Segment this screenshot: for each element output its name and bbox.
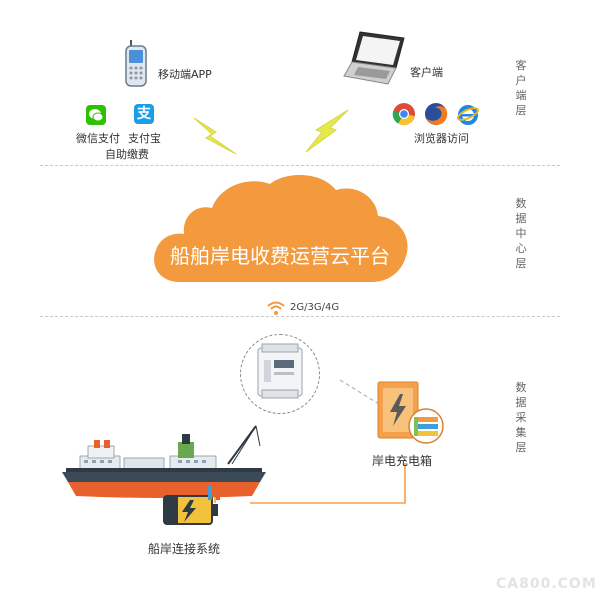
cloud-platform-shape (154, 174, 408, 282)
battery-icon (163, 486, 220, 525)
browser-access-label: 浏览器访问 (414, 132, 469, 145)
internet-explorer-icon (456, 105, 480, 125)
alipay-label: 支付宝 (128, 132, 161, 145)
charging-box-label: 岸电充电箱 (372, 454, 433, 468)
lightning-right-icon (305, 109, 349, 153)
laptop-icon (343, 31, 405, 85)
mobile-app-label: 移动端APP (158, 68, 212, 81)
charging-box-icon (377, 381, 444, 444)
watermark: CA800.COM (496, 576, 597, 592)
lightning-left-icon (193, 117, 237, 155)
layer-label-client: 客户端层 (515, 59, 527, 117)
smart-meter-icon (257, 343, 303, 399)
wechat-pay-label: 微信支付 (76, 132, 120, 145)
mobile-phone-icon (125, 40, 147, 87)
wechat-pay-icon (86, 105, 106, 125)
layer-divider-2 (40, 316, 560, 317)
firefox-icon (425, 102, 448, 125)
layer-label-datacenter: 数据中心层 (515, 197, 527, 270)
self-pay-label: 自助缴费 (105, 148, 149, 161)
pc-client-label: 客户端 (410, 66, 443, 79)
layer-label-acquisition: 数据采集层 (515, 381, 527, 454)
wifi-icon (267, 301, 285, 315)
ship-system-label: 船岸连接系统 (148, 542, 221, 556)
alipay-icon: 支 (134, 104, 154, 124)
network-label: 2G/3G/4G (290, 302, 340, 313)
chrome-icon (392, 103, 415, 126)
layer-divider-1 (40, 165, 560, 166)
cloud-platform-title: 船舶岸电收费运营云平台 (170, 244, 390, 268)
